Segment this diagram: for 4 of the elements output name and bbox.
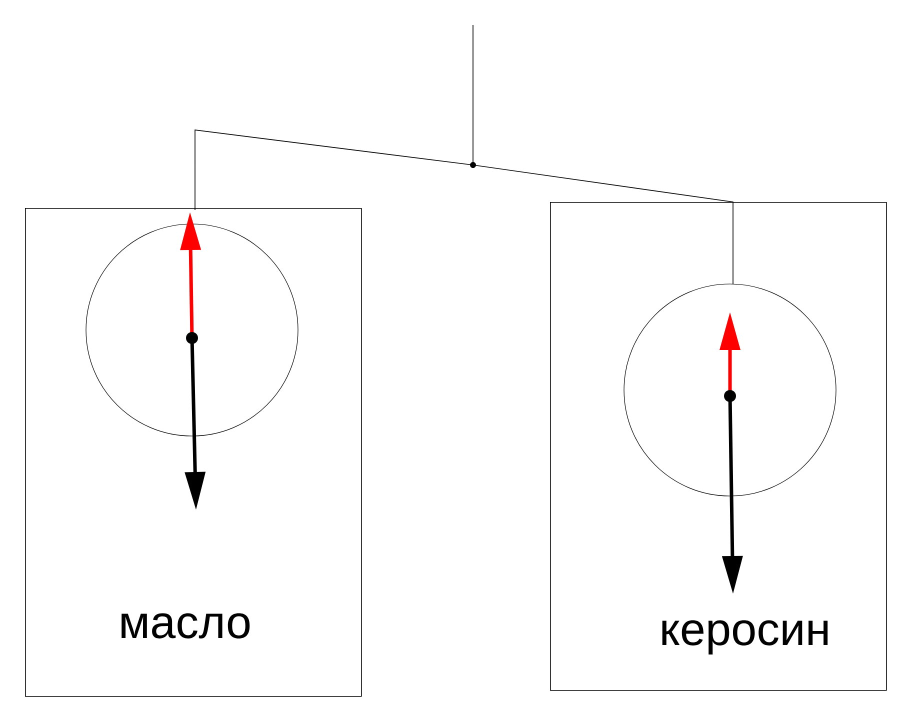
vessel-box: масло bbox=[25, 208, 362, 697]
ball bbox=[624, 284, 836, 496]
vessel-box: керосин bbox=[550, 202, 887, 691]
ball bbox=[86, 224, 298, 436]
